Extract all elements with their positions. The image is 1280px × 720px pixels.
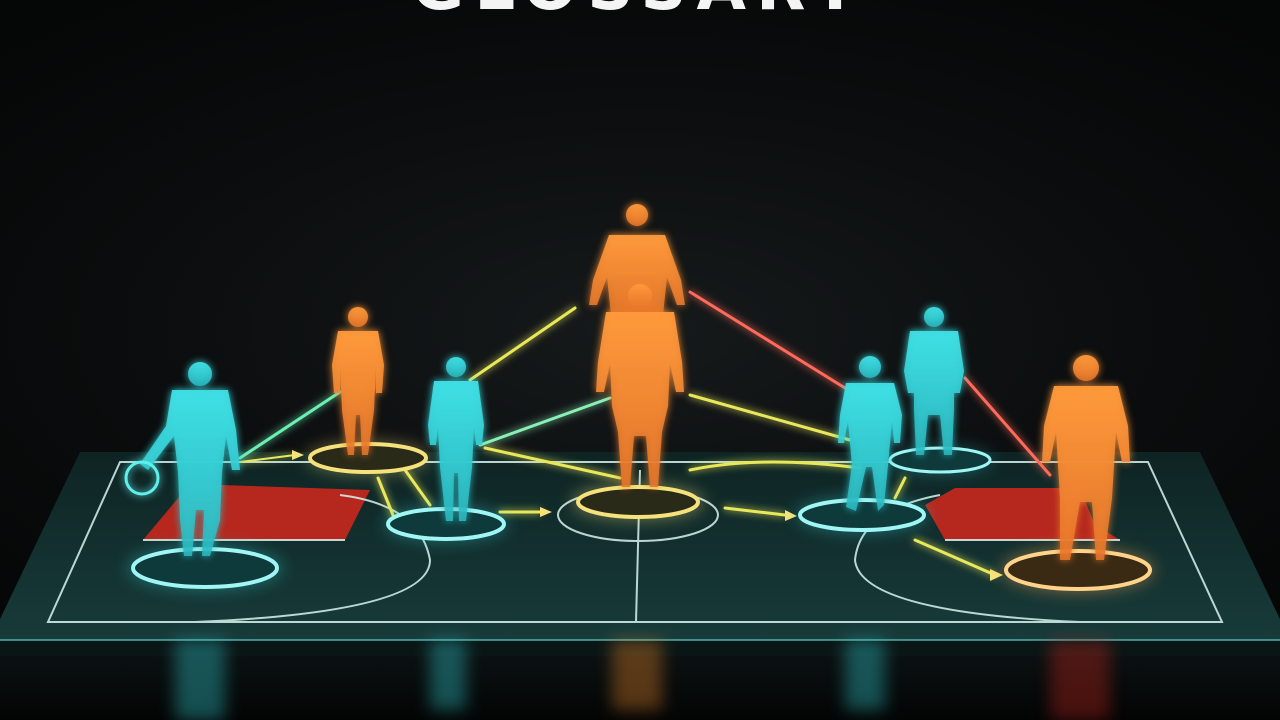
floor-reflections bbox=[175, 640, 1110, 720]
base-center bbox=[572, 484, 704, 520]
player-center-back bbox=[589, 204, 685, 315]
base-wing-right bbox=[796, 497, 928, 533]
base-forward-left bbox=[306, 441, 430, 475]
player-center-front bbox=[596, 284, 684, 487]
basketball-icon bbox=[124, 460, 160, 496]
players bbox=[124, 204, 1130, 560]
player-wing-left bbox=[428, 357, 484, 521]
page-title: GLOSSARY bbox=[0, 0, 1280, 20]
play-lines bbox=[238, 290, 1052, 577]
player-wing-right bbox=[838, 356, 902, 511]
player-guard-right bbox=[1042, 355, 1130, 560]
player-guard-left bbox=[124, 362, 240, 556]
player-forward-right bbox=[904, 307, 964, 455]
base-guard-left bbox=[127, 546, 283, 590]
player-bases bbox=[127, 441, 1154, 592]
base-forward-right bbox=[888, 446, 992, 474]
player-forward-left bbox=[332, 307, 384, 455]
base-guard-right bbox=[1002, 548, 1154, 592]
arrowheads bbox=[292, 450, 1003, 581]
